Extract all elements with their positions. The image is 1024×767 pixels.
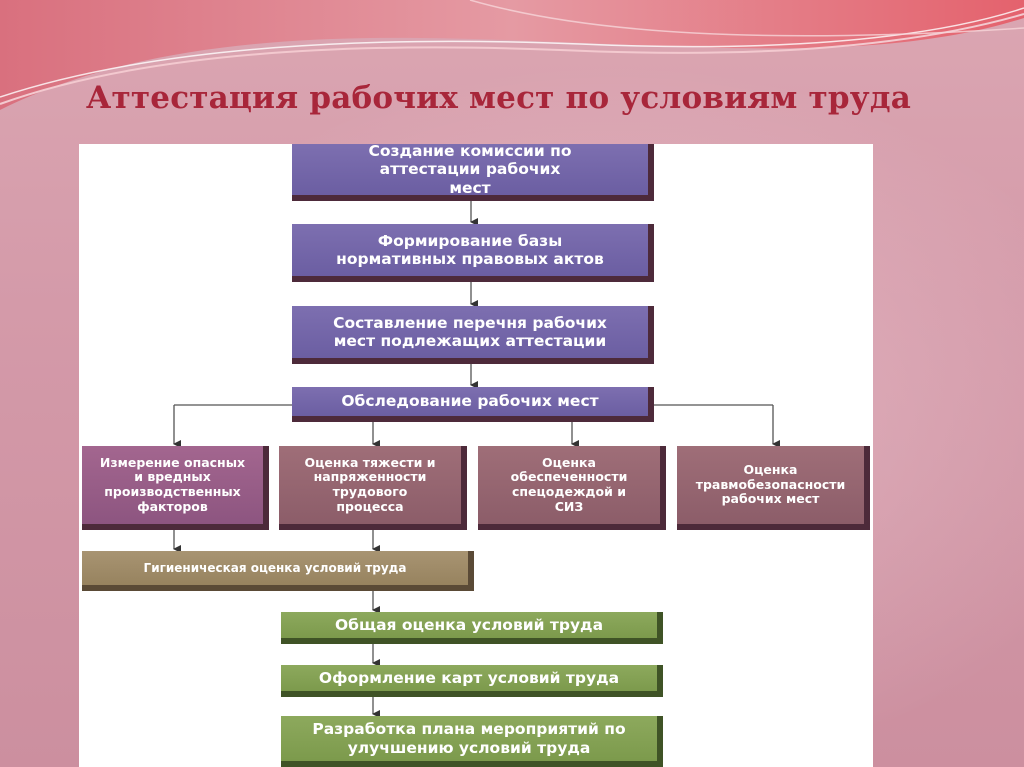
step-condition-cards: Оформление карт условий труда: [281, 665, 663, 697]
step-list-workplaces: Составление перечня рабочих мест подлежа…: [292, 306, 654, 364]
flowchart-panel: Создание комиссии по аттестации рабочих …: [79, 142, 873, 767]
branch-assess-labor-severity: Оценка тяжести и напряженности трудового…: [279, 446, 467, 530]
step-form-legal-base: Формирование базы нормативных правовых а…: [292, 224, 654, 282]
connector-lines: [173, 201, 780, 718]
branch-assess-injury-safety: Оценка травмобезопасности рабочих мест: [677, 446, 870, 530]
slide-title: Аттестация рабочих мест по условиям труд…: [86, 80, 911, 116]
branch-measure-factors: Измерение опасных и вредных производстве…: [82, 446, 269, 530]
step-general-assessment: Общая оценка условий труда: [281, 612, 663, 644]
step-create-commission: Создание комиссии по аттестации рабочих …: [292, 142, 654, 201]
step-hygienic-assessment: Гигиеническая оценка условий труда: [82, 551, 474, 591]
branch-assess-ppe-supply: Оценка обеспеченности спецодеждой и СИЗ: [478, 446, 666, 530]
step-improvement-plan: Разработка плана мероприятий по улучшени…: [281, 716, 663, 767]
step-survey-workplaces: Обследование рабочих мест: [292, 387, 654, 422]
decorative-wave-header: [0, 0, 1024, 110]
